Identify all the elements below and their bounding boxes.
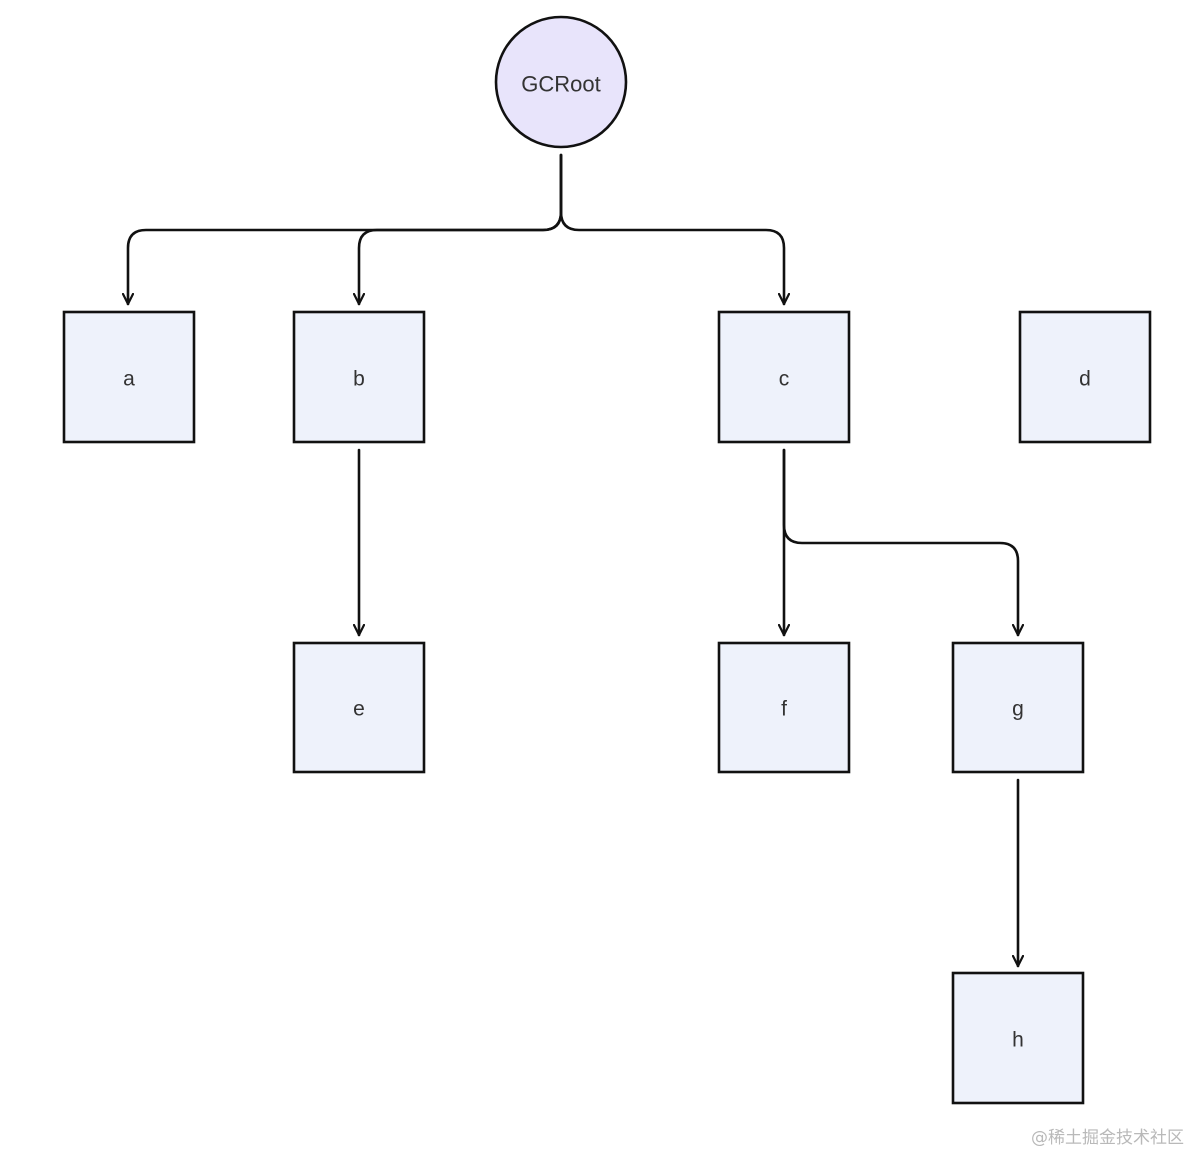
node-c-shape — [717, 310, 851, 444]
node-g-label: g — [1012, 698, 1024, 721]
node-b-shape — [292, 310, 426, 444]
edge-c-to-g — [782, 448, 1018, 637]
node-c-label: c — [779, 368, 790, 391]
node-g-shape — [951, 641, 1085, 774]
node-a-label: a — [123, 368, 135, 391]
node-e-shape — [292, 641, 426, 774]
node-a: a — [62, 310, 196, 444]
node-e: e — [292, 641, 426, 774]
node-d-shape — [1018, 310, 1152, 444]
node-f-label: f — [781, 698, 787, 721]
edge-gcroot-to-c — [559, 153, 784, 306]
watermark-text: @稀土掘金技术社区 — [1031, 1128, 1184, 1148]
node-c: c — [717, 310, 851, 444]
node-f-shape — [717, 641, 851, 774]
node-gcroot-shape — [494, 15, 628, 149]
edge-gcroot-to-b — [359, 153, 563, 306]
node-e-label: e — [353, 698, 365, 721]
node-h-label: h — [1012, 1029, 1024, 1052]
node-b: b — [292, 310, 426, 444]
node-h: h — [951, 971, 1085, 1105]
node-f: f — [717, 641, 851, 774]
node-a-shape — [62, 310, 196, 444]
node-h-shape — [951, 971, 1085, 1105]
node-gcroot-label: GCRoot — [521, 72, 600, 97]
node-g: g — [951, 641, 1085, 774]
node-d-label: d — [1079, 368, 1091, 391]
node-gcroot: GCRoot — [494, 15, 628, 149]
node-d: d — [1018, 310, 1152, 444]
edges — [128, 153, 1018, 968]
node-b-label: b — [353, 368, 365, 391]
